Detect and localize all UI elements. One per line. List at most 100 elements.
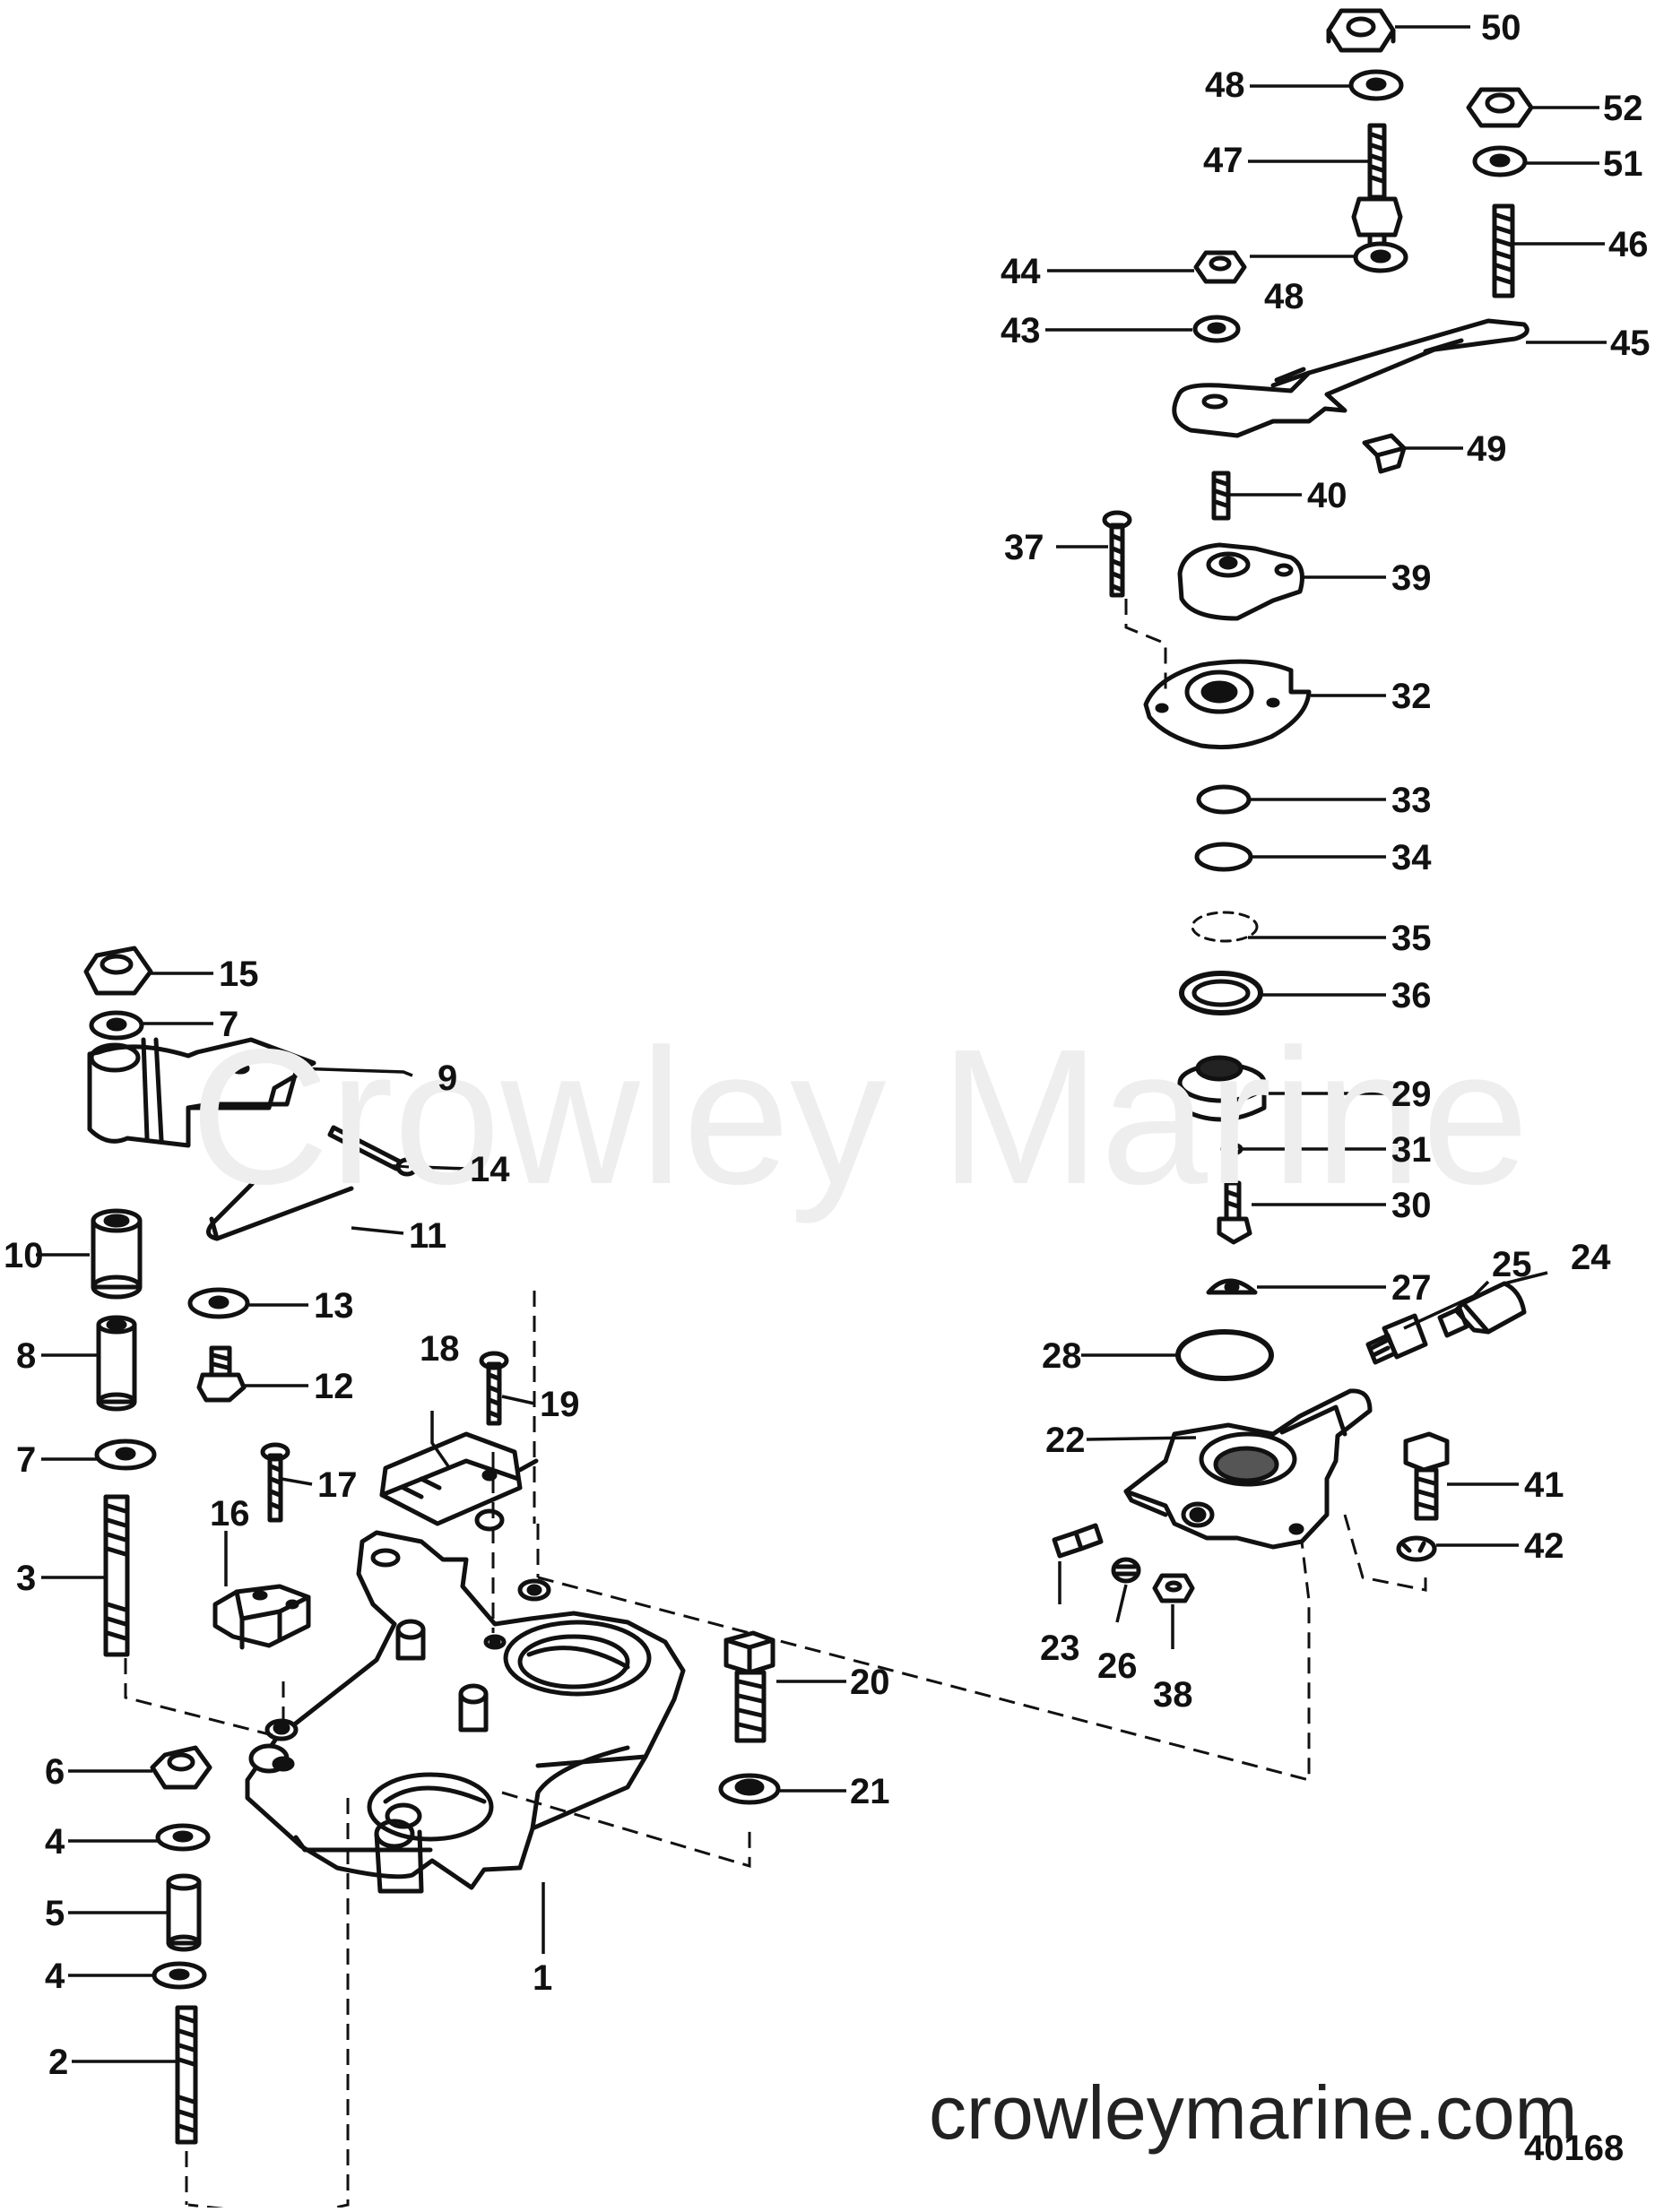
callout-7-top: 7 (219, 1005, 238, 1044)
callout-49: 49 (1467, 429, 1507, 469)
callout-5: 5 (45, 1894, 65, 1933)
callout-43: 43 (1001, 311, 1041, 350)
callout-16: 16 (210, 1494, 250, 1534)
callout-32: 32 (1391, 677, 1432, 716)
part-screw-19 (479, 1351, 509, 1426)
callout-21: 21 (850, 1772, 890, 1811)
callout-48b: 48 (1264, 277, 1304, 316)
callout-26: 26 (1097, 1646, 1138, 1686)
callout-34: 34 (1391, 838, 1432, 877)
callout-39: 39 (1391, 558, 1432, 598)
part-switch-18 (379, 1431, 539, 1532)
part-nut-44 (1193, 250, 1247, 284)
callout-15: 15 (219, 955, 259, 994)
part-washer-36 (1179, 971, 1263, 1015)
watermark-text: Crowley Marine (190, 1008, 1529, 1224)
callout-35: 35 (1391, 919, 1432, 958)
part-sleeve-10 (91, 1208, 143, 1300)
callout-numbers: 50 48 47 52 51 46 44 48 43 45 49 40 37 3… (4, 8, 1651, 2082)
part-nut-6 (150, 1745, 212, 1790)
part-washer-51 (1472, 145, 1528, 177)
callout-6: 6 (45, 1752, 65, 1792)
callout-38: 38 (1153, 1675, 1193, 1715)
part-stud-40 (1211, 471, 1231, 521)
figure-number: 40168 (1524, 2129, 1624, 2168)
callout-46: 46 (1608, 225, 1649, 264)
part-bushing-29 (1177, 1055, 1267, 1122)
callout-8: 8 (16, 1336, 36, 1376)
callout-25: 25 (1492, 1245, 1532, 1284)
part-washer-31 (1220, 1142, 1243, 1156)
part-screw-23 (1052, 1523, 1104, 1559)
callout-48: 48 (1205, 65, 1245, 105)
part-housing-22 (1123, 1388, 1373, 1550)
part-screw-30 (1217, 1180, 1252, 1245)
callout-4-top: 4 (45, 1822, 65, 1862)
callout-14: 14 (470, 1150, 510, 1189)
callout-47: 47 (1203, 141, 1243, 180)
part-nut-52 (1466, 87, 1534, 128)
callout-11: 11 (409, 1216, 446, 1256)
part-bracket-16 (212, 1584, 311, 1650)
callout-17: 17 (317, 1465, 358, 1505)
callout-20: 20 (850, 1663, 890, 1702)
callout-23: 23 (1040, 1629, 1080, 1668)
part-nut-15 (83, 946, 153, 996)
part-bushing-8 (96, 1315, 137, 1412)
callout-9: 9 (438, 1058, 457, 1098)
part-plug-26 (1111, 1557, 1141, 1584)
assembly-guide-lines (124, 599, 1427, 2212)
callout-29: 29 (1391, 1075, 1432, 1114)
callout-3: 3 (16, 1559, 36, 1598)
part-fitting-25 (1365, 1313, 1428, 1365)
callout-44: 44 (1001, 252, 1041, 291)
website-text: crowleymarine.com (929, 2070, 1578, 2155)
part-clip-49 (1362, 433, 1407, 474)
part-screw-12 (196, 1345, 247, 1403)
part-washer-48-lower (1353, 241, 1408, 273)
callout-30: 30 (1391, 1186, 1432, 1225)
part-bolt-20 (724, 1630, 776, 1743)
part-washer-13 (187, 1287, 250, 1319)
callout-52: 52 (1603, 89, 1643, 128)
callout-13: 13 (314, 1286, 354, 1326)
part-bracket-9 (87, 1037, 316, 1148)
callout-10: 10 (4, 1236, 44, 1275)
part-stud-46 (1492, 203, 1515, 298)
callout-12: 12 (314, 1367, 354, 1406)
part-ring-34 (1194, 842, 1253, 872)
callout-19: 19 (540, 1385, 580, 1424)
callout-1: 1 (533, 1958, 552, 1998)
part-ring-35 (1191, 911, 1259, 943)
part-washer-4-top (155, 1823, 211, 1852)
callout-42: 42 (1524, 1526, 1564, 1566)
part-clip-27 (1206, 1278, 1258, 1295)
part-lockwasher-42 (1396, 1535, 1437, 1562)
part-screw-37 (1102, 510, 1132, 598)
part-washer-21 (718, 1773, 781, 1805)
callout-36: 36 (1391, 976, 1432, 1015)
part-oring-28 (1175, 1329, 1274, 1381)
part-washer-4-lower (152, 1961, 207, 1990)
part-stud-47 (1351, 123, 1403, 261)
part-spring-11 (206, 1173, 354, 1241)
callout-45: 45 (1610, 324, 1651, 363)
callout-40: 40 (1307, 476, 1347, 515)
part-washer-7-top (89, 1010, 144, 1041)
part-washer-7-mid (94, 1439, 157, 1471)
part-nut-38 (1152, 1573, 1195, 1603)
callout-51: 51 (1603, 144, 1643, 184)
part-screw-17 (260, 1442, 290, 1523)
callout-50: 50 (1481, 8, 1521, 48)
callout-2: 2 (48, 2043, 68, 2082)
part-washer-43 (1192, 315, 1241, 343)
callout-31: 31 (1391, 1130, 1432, 1170)
part-plate-32 (1143, 659, 1312, 750)
part-cam-39 (1177, 542, 1304, 621)
callout-41: 41 (1524, 1465, 1564, 1505)
part-washer-48-top (1348, 69, 1404, 101)
callout-22: 22 (1045, 1421, 1086, 1460)
part-mounting-plate-1 (245, 1530, 686, 1894)
callout-33: 33 (1391, 781, 1432, 820)
